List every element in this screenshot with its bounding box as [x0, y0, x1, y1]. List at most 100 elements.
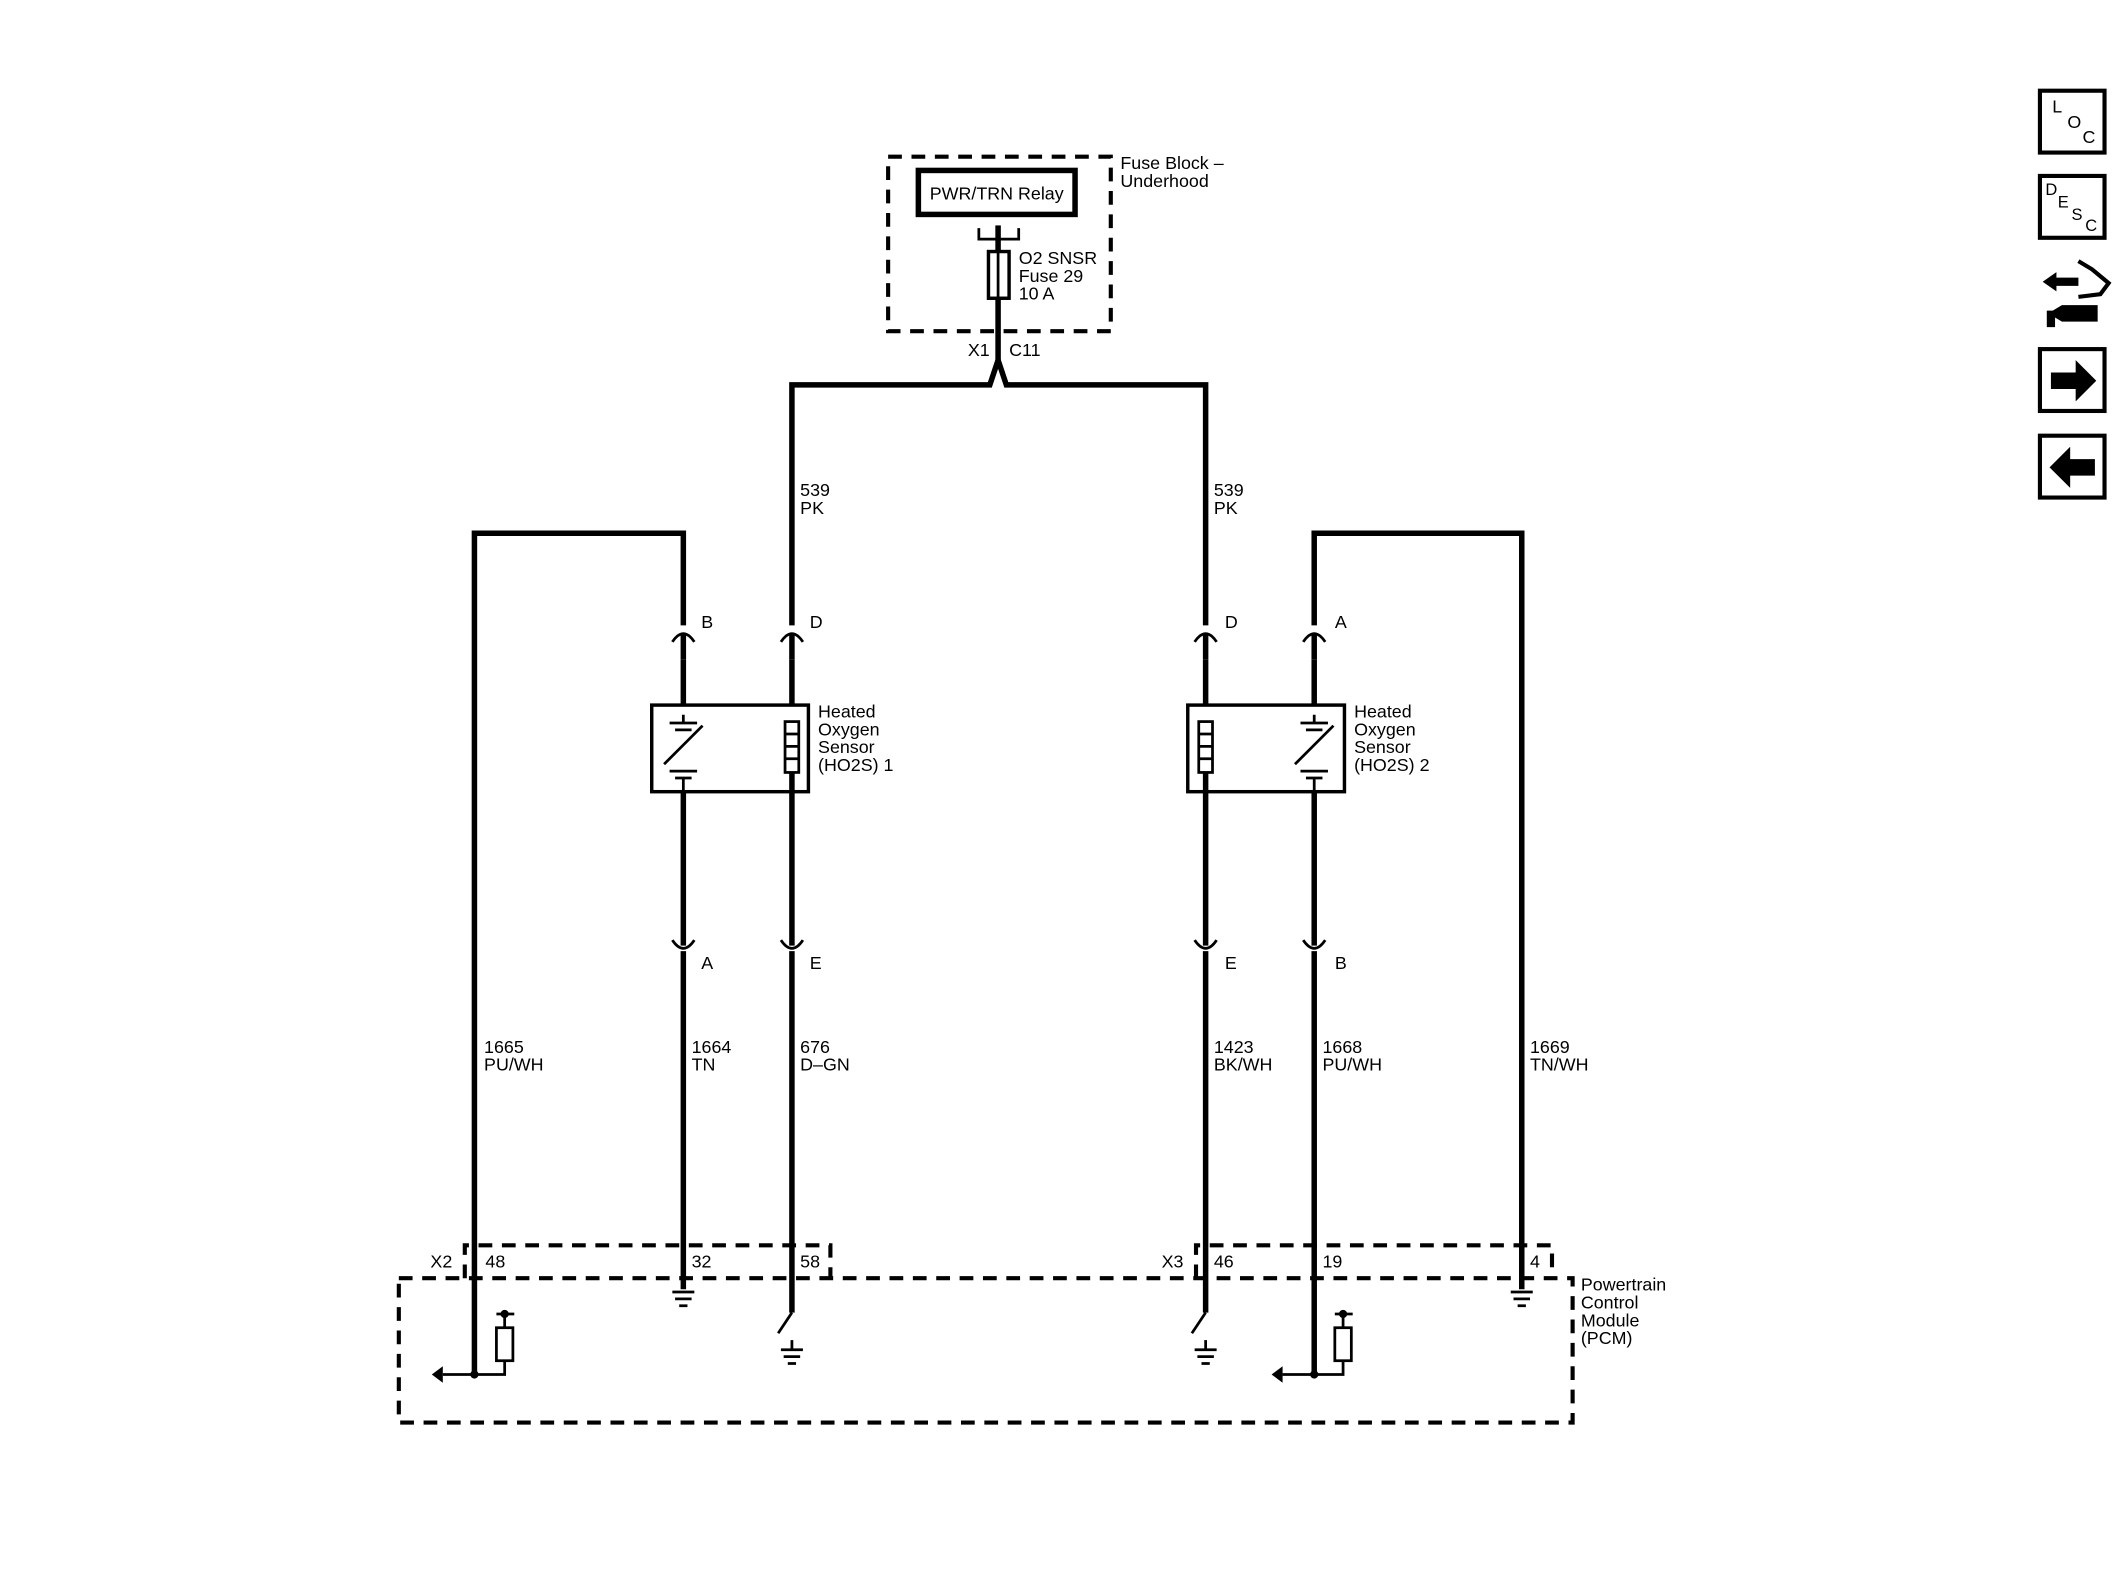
sensor2-label-line1: Heated — [1354, 701, 1412, 721]
pcm-pin-label: 32 — [692, 1251, 712, 1271]
connector-x1-label: X1 — [968, 340, 990, 360]
sensor1-label-line2: Oxygen — [818, 719, 880, 739]
back-button[interactable] — [2037, 433, 2107, 500]
wire-label-color: TN/WH — [1530, 1055, 1589, 1075]
wire-label-circuit: 1668 — [1322, 1037, 1362, 1057]
wire-label-circuit: 1664 — [692, 1037, 732, 1057]
pcm-connector-x2 — [462, 1243, 833, 1279]
wire-label-circuit: 676 — [800, 1037, 830, 1057]
sensor2-pin-d-label: D — [1225, 612, 1238, 632]
fuse-label-line1: O2 SNSR — [1019, 248, 1098, 268]
pcm-outline — [396, 1276, 1575, 1425]
desc-icon: D E S C — [2045, 181, 2097, 235]
pcm-pin-label: 58 — [800, 1251, 820, 1271]
signal-arrow-icon — [1271, 1366, 1283, 1383]
pcm-pin-label: 46 — [1214, 1251, 1234, 1271]
pwr-trn-relay-label: PWR/TRN Relay — [930, 183, 1064, 203]
back-arrow-icon — [2049, 446, 2095, 488]
sensor1-label-line4: (HO2S) 1 — [818, 755, 893, 775]
pcm-pullup-circuit-1 — [431, 1309, 515, 1383]
sensor1-label-line3: Sensor — [818, 737, 875, 757]
pcm-module: X2 X3 48 32 58 46 19 4 Powertrain Contro… — [396, 1243, 1666, 1425]
wire-539-right-circuit: 539 — [1214, 480, 1244, 500]
svg-text:D: D — [2045, 181, 2057, 199]
forward-arrow-icon — [2050, 360, 2097, 402]
wire-label-color: TN — [692, 1055, 716, 1075]
wire-label-color: BK/WH — [1214, 1055, 1273, 1075]
ho2s-1: B D Heated Oxygen Sensor (HO2S) 1 A E — [471, 530, 894, 1375]
svg-text:L: L — [2052, 97, 2062, 117]
connector-button[interactable] — [2042, 259, 2112, 328]
wire-label-color: PU/WH — [484, 1055, 544, 1075]
ground-symbol-icon — [672, 1290, 695, 1308]
sensor1-pin-b-label: B — [701, 612, 713, 632]
wire-539-pk-left — [789, 359, 1001, 626]
pcm-label-line3: Module — [1581, 1310, 1640, 1330]
fuse-block-title-line2: Underhood — [1120, 171, 1208, 191]
signal-arrow-icon — [431, 1366, 443, 1383]
svg-text:C: C — [2085, 217, 2097, 235]
pcm-connector-x3 — [1193, 1243, 1555, 1279]
pcm-pullup-circuit-2 — [1271, 1309, 1353, 1383]
connector-icon — [2042, 259, 2112, 328]
sensor2-label-line2: Oxygen — [1354, 719, 1416, 739]
wire-label-circuit: 1423 — [1214, 1037, 1254, 1057]
fuse-block-underhood: Fuse Block – Underhood PWR/TRN Relay O2 … — [886, 153, 1224, 361]
pcm-pin-label: 48 — [485, 1251, 505, 1271]
loc-button[interactable]: L O C — [2037, 88, 2107, 155]
pcm-label-line2: Control — [1581, 1292, 1639, 1312]
sensor1-pin-e-connector — [779, 939, 805, 950]
svg-text:E: E — [2058, 194, 2069, 212]
pcm-conn-x2-label: X2 — [430, 1251, 452, 1271]
sensor2-pin-d-connector — [1193, 632, 1218, 643]
pwr-trn-relay-box — [915, 167, 1078, 218]
sensor2-pin-b-label: B — [1335, 953, 1347, 973]
pcm-pin-label: 4 — [1530, 1251, 1540, 1271]
fuse-block-outline — [886, 154, 1113, 334]
desc-button[interactable]: D E S C — [2037, 173, 2107, 240]
sensor1-pin-e-label: E — [810, 953, 822, 973]
wire-539-right-color: PK — [1214, 498, 1238, 518]
wire-label-color: PU/WH — [1322, 1055, 1382, 1075]
sensor1-pin-d-connector — [779, 632, 805, 643]
sensor2-pin-b-connector — [1302, 939, 1327, 950]
connector-c11-label: C11 — [1009, 340, 1041, 360]
pcm-conn-x3-label: X3 — [1162, 1251, 1184, 1271]
loc-icon: L O C — [2052, 97, 2095, 147]
sensor2-pin-e-label: E — [1225, 953, 1237, 973]
sensor1-label-line1: Heated — [818, 701, 876, 721]
ho2s-2: D A Heated Oxygen Sensor (HO2S) 2 E B — [1186, 530, 1525, 1375]
sensor2-pin-a-connector — [1302, 632, 1327, 643]
wire-label-circuit: 1669 — [1530, 1037, 1570, 1057]
fuse-label-line2: Fuse 29 — [1019, 266, 1084, 286]
power-wires-539: 539 PK 539 PK — [789, 359, 1244, 626]
pcm-label-line1: Powertrain — [1581, 1275, 1666, 1295]
wire-label-color: D–GN — [800, 1055, 850, 1075]
forward-button[interactable] — [2037, 347, 2107, 414]
pcm-pin-label: 19 — [1322, 1251, 1342, 1271]
fuse-label-line3: 10 A — [1019, 284, 1055, 304]
sensor1-pin-b-connector — [671, 632, 696, 643]
lower-wire-labels: 1665 PU/WH 1664 TN 676 D–GN 1423 BK/WH 1… — [484, 1037, 1588, 1075]
svg-text:S: S — [2072, 206, 2083, 224]
sensor2-label-line3: Sensor — [1354, 737, 1411, 757]
resistor-symbol — [495, 1326, 515, 1363]
nav-toolbar: L O C D E S C — [2037, 88, 2112, 500]
sensor2-label-line4: (HO2S) 2 — [1354, 755, 1429, 775]
svg-text:O: O — [2067, 112, 2081, 132]
ground-symbol-icon — [1510, 1290, 1533, 1308]
wire-539-left-circuit: 539 — [800, 480, 830, 500]
wire-label-circuit: 1665 — [484, 1037, 524, 1057]
sensor1-pin-d-label: D — [810, 612, 823, 632]
sensor2-pin-a-label: A — [1335, 612, 1347, 632]
svg-text:C: C — [2083, 127, 2096, 147]
wire-539-pk-right — [995, 359, 1209, 626]
wire-1669-loop — [1311, 530, 1525, 1290]
resistor-symbol — [1333, 1326, 1353, 1363]
wire-1665-loop — [471, 530, 687, 1375]
wire-539-left-color: PK — [800, 498, 824, 518]
sensor1-pin-a-label: A — [701, 953, 713, 973]
pcm-label-line4: (PCM) — [1581, 1328, 1633, 1348]
sensor1-pin-a-connector — [671, 939, 696, 950]
